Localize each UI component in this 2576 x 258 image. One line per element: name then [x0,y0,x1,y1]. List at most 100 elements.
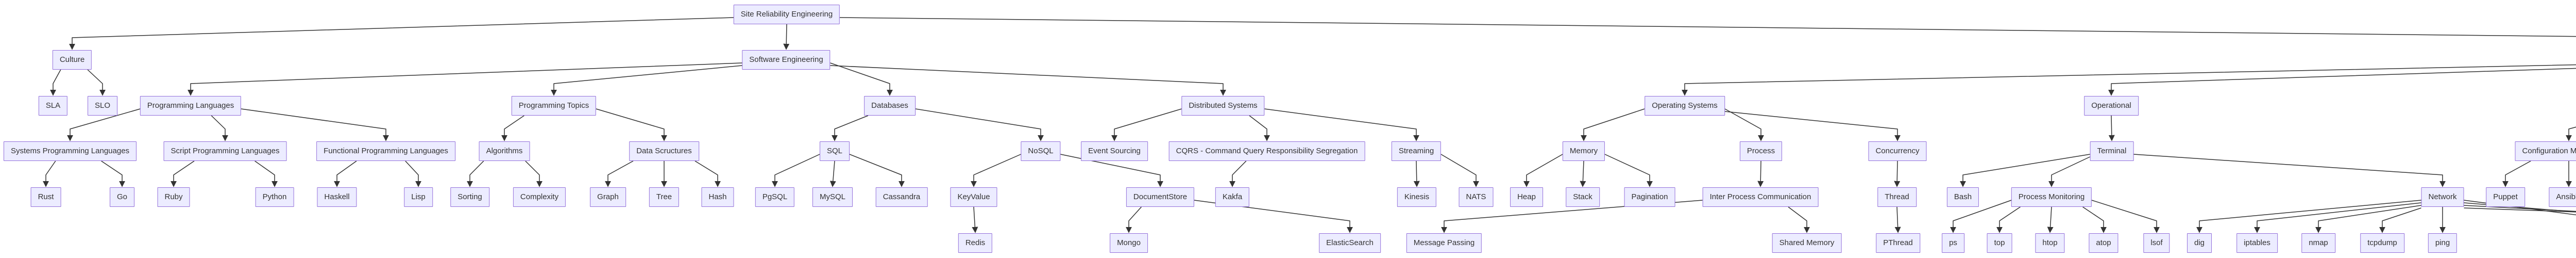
edge-dstr-hash [694,160,721,187]
node-mem: Memory [1562,141,1605,161]
node-pm: Process Monitoring [2011,187,2092,207]
edge-nosql-keyvalue [971,154,1021,187]
node-sql: SQL [819,141,850,161]
edge-alg-complexity [525,160,543,187]
edge-pm-lsof [2091,200,2160,233]
edge-network-airodump [2464,207,2576,213]
edge-keyvalue-redis [972,206,978,233]
node-cassandra: Cassandra [875,187,928,207]
node-nosql: NoSQL [1021,141,1061,161]
edge-pt-dstr [596,108,667,141]
node-es: Event Sourcing [1081,141,1148,161]
node-dig: dig [2187,233,2212,253]
edge-iac-cm [2566,126,2576,141]
node-lsof: lsof [2143,233,2170,253]
node-elastic: ElasticSearch [1319,233,1381,253]
node-slo: SLO [87,96,118,116]
node-pthread: PThread [1876,233,1920,253]
edge-ds-str [1264,108,1419,141]
node-se: Software Engineering [742,50,831,70]
edge-cm-puppet [2502,160,2531,187]
edge-pm-ps [1950,200,2012,233]
node-ds: Distributed Systems [1181,96,1265,116]
edge-network-airmon [2464,205,2576,212]
edge-se-pt [551,65,742,96]
edge-sre-culture [69,17,734,50]
edge-opl-term [2108,115,2115,141]
node-graph: Graph [590,187,626,207]
edge-ops-os [1682,64,2576,96]
edge-cqrs-kafka [1229,160,1247,187]
node-ansible: Ansible [2549,187,2576,207]
node-sorting: Sorting [450,187,489,207]
node-go: Go [109,187,135,207]
edge-sql-mysql [829,160,836,187]
node-str: Streaming [1391,141,1442,161]
edge-dstr-graph [605,160,634,187]
node-culture: Culture [52,50,92,70]
node-alg: Algorithms [479,141,530,161]
node-top: top [1987,233,2012,253]
edge-os-mem [1581,108,1645,141]
edge-thread-pthread [1894,206,1901,233]
edge-fpl-haskell [334,160,357,187]
node-msgpass: Message Passing [1406,233,1482,253]
edge-culture-sla [50,69,61,96]
node-iptables: iptables [2236,233,2278,253]
node-kafka: Kakfa [1215,187,1250,207]
node-fpl: Functional Programming Languages [316,141,455,161]
edge-alg-sorting [467,160,484,187]
node-ps: ps [1942,233,1964,253]
node-puppet: Puppet [2486,187,2525,207]
node-redis: Redis [958,233,993,253]
node-bash: Bash [1946,187,1979,207]
node-sharedmem: Shared Memory [1772,233,1842,253]
edge-pm-atop [2082,206,2107,233]
edge-nosql-docstore [1060,154,1163,187]
node-os: Operating Systems [1645,96,1725,116]
edge-sre-se [783,24,790,50]
edge-ops-opl [2108,68,2576,96]
node-heap: Heap [1510,187,1543,207]
node-python: Python [255,187,294,207]
edge-os-proc [1724,108,1764,141]
node-keyvalue: KeyValue [950,187,997,207]
edge-network-nmap [2315,205,2421,233]
edge-network-traceroute [2464,202,2576,213]
node-dstr: Data Scructures [629,141,699,161]
edge-ds-es [1111,108,1182,141]
edge-term-pm [2048,156,2090,187]
edge-se-pl [188,62,742,96]
node-pl: Programming Languages [140,96,242,116]
node-db: Databases [864,96,916,116]
edge-se-ds [830,65,1226,96]
edge-pm-htop [2047,206,2054,233]
node-spl: Systems Programming Languages [3,141,137,161]
edge-db-nosql [915,108,1044,141]
edge-network-iptables [2254,202,2421,233]
node-term: Terminal [2090,141,2134,161]
node-opl: Operational [2084,96,2139,116]
node-kinesis: Kinesis [1397,187,1437,207]
node-ping: ping [2428,233,2458,253]
node-tree: Tree [649,187,680,207]
node-docstore: DocumentStore [1126,187,1195,207]
edge-se-db [830,62,893,96]
node-nmap: nmap [2301,233,2335,253]
edge-ds-cqrs [1249,115,1270,141]
edge-sql-pgsql [772,154,820,187]
edge-pt-alg [501,115,524,141]
edge-spl-rust [43,160,56,187]
node-proc: Process [1739,141,1783,161]
node-cm: Configuration Management [2515,141,2576,161]
edge-group [43,17,2576,233]
node-mysql: MySQL [812,187,853,207]
node-rust: Rust [30,187,61,207]
node-haskell: Haskell [317,187,357,207]
edge-pl-fpl [241,108,389,141]
node-sla: SLA [38,96,68,116]
edge-mem-stack [1580,160,1586,187]
edge-term-network [2133,154,2446,187]
